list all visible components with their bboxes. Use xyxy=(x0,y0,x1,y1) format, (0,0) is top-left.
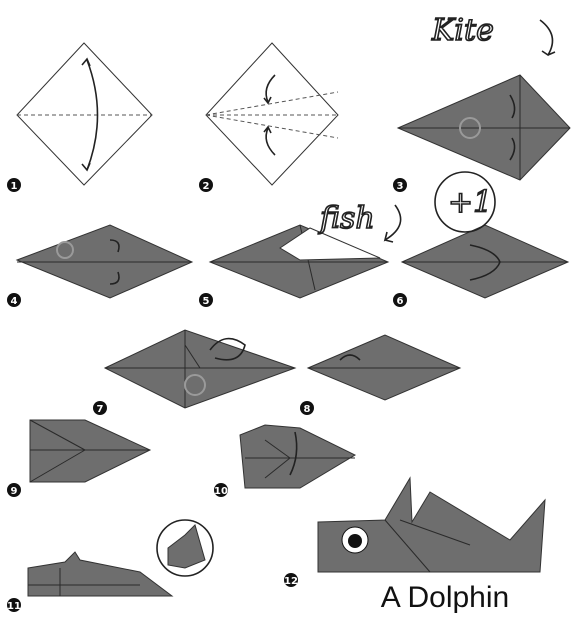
step-1-label: 1 xyxy=(11,181,18,192)
step-11-detail-inset xyxy=(157,520,213,576)
step-5-label: 5 xyxy=(203,296,210,307)
step-6-label: 6 xyxy=(397,296,404,307)
step-6-diagram xyxy=(402,225,568,298)
step-2-diagram xyxy=(206,43,338,185)
step-8-diagram xyxy=(308,335,460,400)
step-10-label: 10 xyxy=(214,486,228,497)
step-8-label: 8 xyxy=(304,404,311,415)
step-7-label: 7 xyxy=(97,404,104,415)
step-9-label: 9 xyxy=(11,486,18,497)
step-1-diagram xyxy=(17,43,152,185)
step-9-diagram xyxy=(30,420,150,482)
dolphin-eye-icon xyxy=(348,534,362,548)
step-11-diagram xyxy=(28,552,172,596)
step-10-diagram xyxy=(240,425,355,488)
step-7-diagram xyxy=(105,330,295,408)
fish-annotation: fish xyxy=(318,201,375,236)
kite-arrow xyxy=(540,20,555,55)
plus-one-annotation: +1 xyxy=(448,185,492,220)
step-12-dolphin xyxy=(318,478,545,572)
step-11-label: 11 xyxy=(7,601,21,612)
step-3-diagram xyxy=(398,75,570,180)
step-2-label: 2 xyxy=(203,181,210,192)
step-4-diagram xyxy=(17,225,192,298)
step-3-label: 3 xyxy=(397,181,404,192)
kite-annotation: Kite xyxy=(431,13,494,48)
fish-arrow xyxy=(385,205,401,242)
step-4-label: 4 xyxy=(11,296,18,307)
step-12-label: 12 xyxy=(284,576,298,587)
dolphin-caption: A Dolphin xyxy=(381,581,509,614)
